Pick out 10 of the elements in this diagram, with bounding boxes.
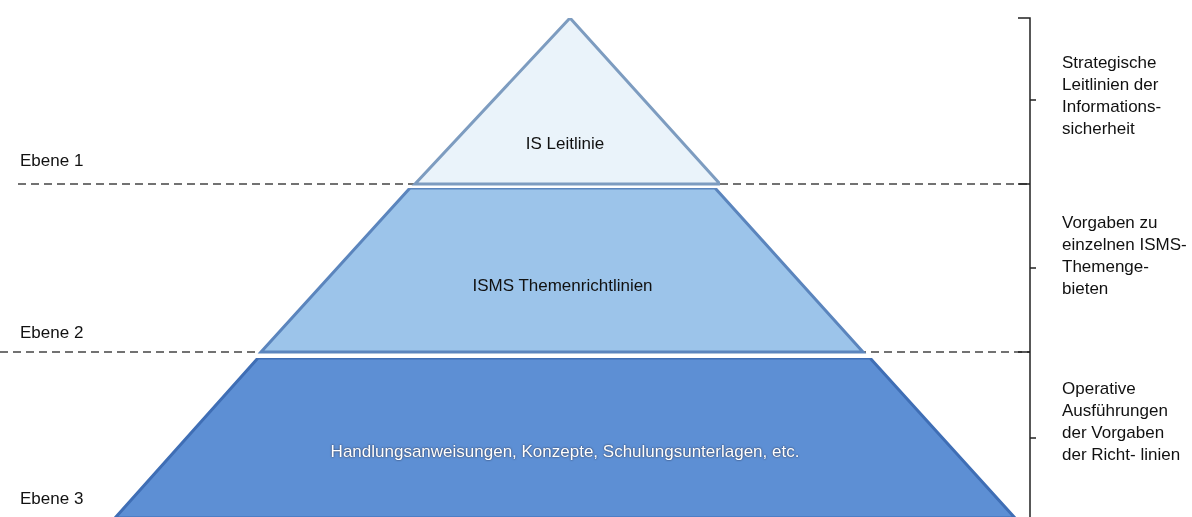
- tier-label: ISMS Themenrichtlinien: [471, 276, 654, 296]
- level-label: Ebene 3: [20, 488, 85, 510]
- tier-label: Handlungsanweisungen, Konzepte, Schulungsunterlagen, etc.: [329, 442, 801, 462]
- pyramid-tier: [410, 18, 720, 186]
- level-label: Ebene 1: [20, 150, 85, 172]
- level-description: Strategische Leitlinien der Informations- sicherheit: [1062, 52, 1163, 140]
- level-label: Ebene 2: [20, 322, 85, 344]
- tier-label: IS Leitlinie: [524, 134, 606, 154]
- level-description: Vorgaben zu einzelnen ISMS- Themenge- bieten: [1062, 212, 1187, 300]
- level-description: Operative Ausführungen der Vorgaben der Richt- linien: [1062, 378, 1182, 466]
